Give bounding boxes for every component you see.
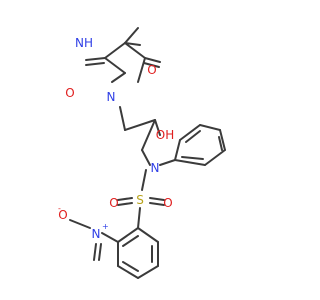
bond <box>101 232 119 243</box>
bond <box>174 139 181 161</box>
atom-oh: OH <box>156 128 174 142</box>
bond <box>117 265 139 279</box>
bond <box>124 42 146 59</box>
molecule-structure: NH N O O OH N S O O N + O - <box>58 27 226 279</box>
bond <box>111 72 126 83</box>
bond <box>199 124 221 131</box>
atom-o-s-left: O <box>109 196 118 210</box>
atom-o-nitro-left: O <box>58 208 67 222</box>
bond <box>141 149 151 166</box>
bond <box>179 124 201 141</box>
bond <box>122 235 139 247</box>
bond <box>117 197 133 201</box>
atom-n-amine: N <box>151 161 160 175</box>
bond <box>117 202 133 206</box>
charge-plus: + <box>102 222 109 231</box>
bond <box>137 57 146 83</box>
atom-nh: NH <box>75 36 93 50</box>
bond <box>144 57 161 63</box>
bond <box>119 106 126 131</box>
bonds <box>69 27 226 279</box>
atom-n-ring: N <box>107 90 116 104</box>
atom-o-ring-left: O <box>65 86 74 100</box>
bond <box>85 57 106 61</box>
bond <box>117 227 139 243</box>
bond <box>154 119 161 136</box>
atom-o-s-right: O <box>163 196 172 210</box>
charge-minus: - <box>58 204 61 213</box>
bond <box>137 265 159 279</box>
bond <box>93 243 97 261</box>
bond <box>149 197 165 201</box>
atom-s: S <box>136 193 144 207</box>
bond <box>181 156 204 160</box>
bond <box>124 42 141 46</box>
bond <box>219 129 226 151</box>
bond <box>141 119 156 151</box>
bond <box>69 219 91 229</box>
bond <box>143 62 160 68</box>
bond <box>137 227 159 243</box>
bond <box>137 207 141 229</box>
bond <box>218 136 223 151</box>
bond <box>122 261 139 272</box>
atom-labels: NH N O O OH N S O O N + O - <box>58 36 174 241</box>
bond <box>159 159 176 166</box>
bond <box>104 57 126 74</box>
bond <box>174 159 206 166</box>
bond <box>98 243 102 261</box>
bond <box>149 202 165 206</box>
atom-n-nitro: N <box>92 227 101 241</box>
bond <box>104 42 126 59</box>
bond <box>124 119 156 131</box>
bond <box>141 169 147 191</box>
bond <box>204 149 226 166</box>
bond <box>185 130 201 143</box>
atom-o-ring-right: O <box>147 63 156 77</box>
bond <box>124 27 139 44</box>
bond <box>85 62 105 66</box>
